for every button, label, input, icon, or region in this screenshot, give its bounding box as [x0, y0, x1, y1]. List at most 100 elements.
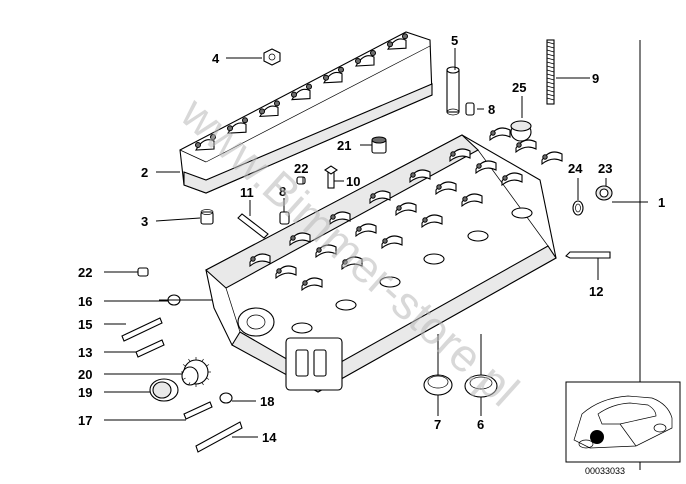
bearing-cap-rail: [179, 31, 433, 194]
thread-line: [546, 41, 555, 45]
head-bolt: [436, 184, 442, 190]
label-part-20: 20: [78, 367, 92, 382]
cup-plug-part-7: [423, 374, 453, 396]
saddle: [409, 169, 431, 184]
head-bolt: [450, 151, 456, 157]
label-part-13: 13: [78, 345, 92, 360]
saddle: [461, 193, 483, 208]
head-bolt: [342, 259, 348, 265]
label-part-8-top: 8: [488, 102, 495, 117]
gear-tooth: [188, 382, 191, 386]
thread-line: [546, 57, 555, 61]
thread-line: [546, 97, 555, 101]
thread-line: [546, 89, 555, 93]
plug-part-22-left: [137, 267, 149, 277]
label-part-18: 18: [260, 394, 274, 409]
head-bolt: [476, 163, 482, 169]
saddle: [475, 160, 497, 175]
head-bolt: [356, 226, 362, 232]
port: [511, 207, 533, 219]
plug-part-18: [219, 392, 233, 404]
rail-bolt: [195, 142, 201, 148]
thread-line: [546, 45, 555, 49]
saddle: [369, 190, 391, 205]
label-part-16: 16: [78, 294, 92, 309]
gear-tooth: [182, 377, 186, 380]
gear-tooth: [201, 358, 204, 362]
plug-part-25: [510, 120, 532, 142]
label-part-24: 24: [568, 161, 583, 176]
gear-tooth: [206, 364, 210, 367]
thread-line: [546, 53, 555, 57]
head-bolt: [502, 175, 508, 181]
label-part-23: 23: [598, 161, 612, 176]
engine-location-marker: [590, 430, 604, 444]
saddle: [395, 202, 417, 217]
port: [467, 230, 489, 242]
port: [291, 322, 313, 334]
saddle: [381, 235, 403, 250]
head-bolt: [462, 196, 468, 202]
head-bolt: [422, 217, 428, 223]
port: [379, 276, 401, 288]
rail-bolt: [210, 134, 216, 140]
gear-tooth: [201, 382, 204, 386]
label-part-8-mid: 8: [279, 184, 286, 199]
stud-part-14: [195, 421, 243, 453]
label-part-25: 25: [512, 80, 526, 95]
label-part-4: 4: [212, 51, 220, 66]
saddle: [249, 253, 271, 268]
stud-part-17: [183, 401, 213, 420]
saddle: [501, 172, 523, 187]
thread-line: [546, 93, 555, 97]
gear-tooth: [206, 377, 210, 380]
part-labels: 1 2 3 4 5 6 7 8 8 9 10 11 12 13 14 15 16…: [78, 33, 665, 445]
sleeve-part-5: [446, 66, 460, 116]
saddle: [515, 139, 537, 154]
gear-tooth: [188, 358, 191, 362]
stud-part-13: [135, 339, 165, 358]
head-bolt: [276, 268, 282, 274]
saddle: [449, 148, 471, 163]
saddle: [435, 181, 457, 196]
gear-plug-part-20: [181, 357, 211, 387]
label-part-22-top: 22: [294, 161, 308, 176]
sleeve-part-3: [200, 209, 214, 225]
saddle: [421, 214, 443, 229]
head-bolt: [542, 154, 548, 160]
thread-line: [546, 85, 555, 89]
label-part-22-left: 22: [78, 265, 92, 280]
label-part-11: 11: [240, 185, 254, 200]
long-stud-part-9: [546, 39, 555, 105]
cylinder-head: [205, 127, 563, 393]
label-part-19: 19: [78, 385, 92, 400]
thread-line: [546, 73, 555, 77]
rail-bolt: [291, 91, 297, 98]
rail-bolt: [227, 125, 233, 132]
intake-ports: [291, 207, 533, 334]
head-bolt: [302, 280, 308, 286]
label-part-6: 6: [477, 417, 484, 432]
saddle: [355, 223, 377, 238]
head-bolt: [382, 238, 388, 244]
head-bolt: [370, 193, 376, 199]
label-part-21: 21: [337, 138, 351, 153]
port: [335, 299, 357, 311]
car-outline-icon: [573, 395, 673, 449]
seal-ring-part-24: [572, 200, 584, 216]
ring-part-19: [149, 378, 179, 402]
screw-part-10: [324, 165, 338, 189]
head-bolt: [250, 256, 256, 262]
label-part-12: 12: [589, 284, 603, 299]
rail-bolt: [323, 74, 329, 81]
rail-bolt: [370, 50, 376, 56]
rail-bolt: [355, 58, 361, 64]
label-part-7: 7: [434, 417, 441, 432]
saddle: [341, 256, 363, 271]
head-bolt: [316, 247, 322, 253]
head-bolt: [290, 235, 296, 241]
thread-line: [546, 69, 555, 73]
label-part-9: 9: [592, 71, 599, 86]
stud-part-12: [565, 251, 611, 259]
